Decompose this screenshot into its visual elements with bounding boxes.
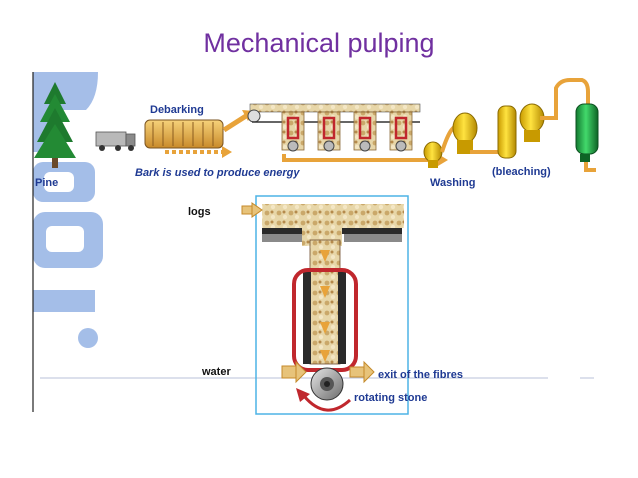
bleaching-tank bbox=[519, 103, 545, 142]
watermark bbox=[33, 72, 103, 348]
logs-bin bbox=[262, 204, 404, 246]
grinder-line bbox=[247, 103, 421, 152]
label-bark: Bark is used to produce energy bbox=[135, 167, 300, 179]
rotation-arrow bbox=[302, 395, 352, 412]
pulp-pipe bbox=[282, 154, 440, 162]
logs-arrow bbox=[251, 202, 263, 218]
grinder-frame bbox=[255, 195, 409, 415]
water-arrow bbox=[295, 360, 307, 384]
label-water: water bbox=[201, 366, 231, 378]
label-stone: rotating stone bbox=[354, 392, 427, 404]
label-logs: logs bbox=[188, 206, 211, 218]
washing-tank bbox=[452, 112, 478, 154]
rotating-stone bbox=[310, 367, 344, 401]
bleach-storage-tank bbox=[575, 103, 599, 162]
label-exit: exit of the fibres bbox=[378, 369, 463, 381]
exit-arrow bbox=[363, 360, 375, 384]
label-pine: Pine bbox=[35, 177, 58, 189]
slide-title: Mechanical pulping bbox=[203, 28, 435, 58]
label-bleaching: (bleaching) bbox=[492, 166, 551, 178]
bark-arrow bbox=[222, 146, 232, 158]
bleaching-tank bbox=[497, 105, 517, 159]
label-debarking: Debarking bbox=[150, 104, 204, 116]
pine-tree-icon bbox=[34, 82, 76, 168]
pulp-pipe bbox=[540, 78, 590, 120]
truck-icon bbox=[95, 131, 136, 151]
label-washing: Washing bbox=[430, 177, 475, 189]
feed-arrow bbox=[222, 113, 248, 133]
debarking-drum bbox=[144, 119, 224, 149]
